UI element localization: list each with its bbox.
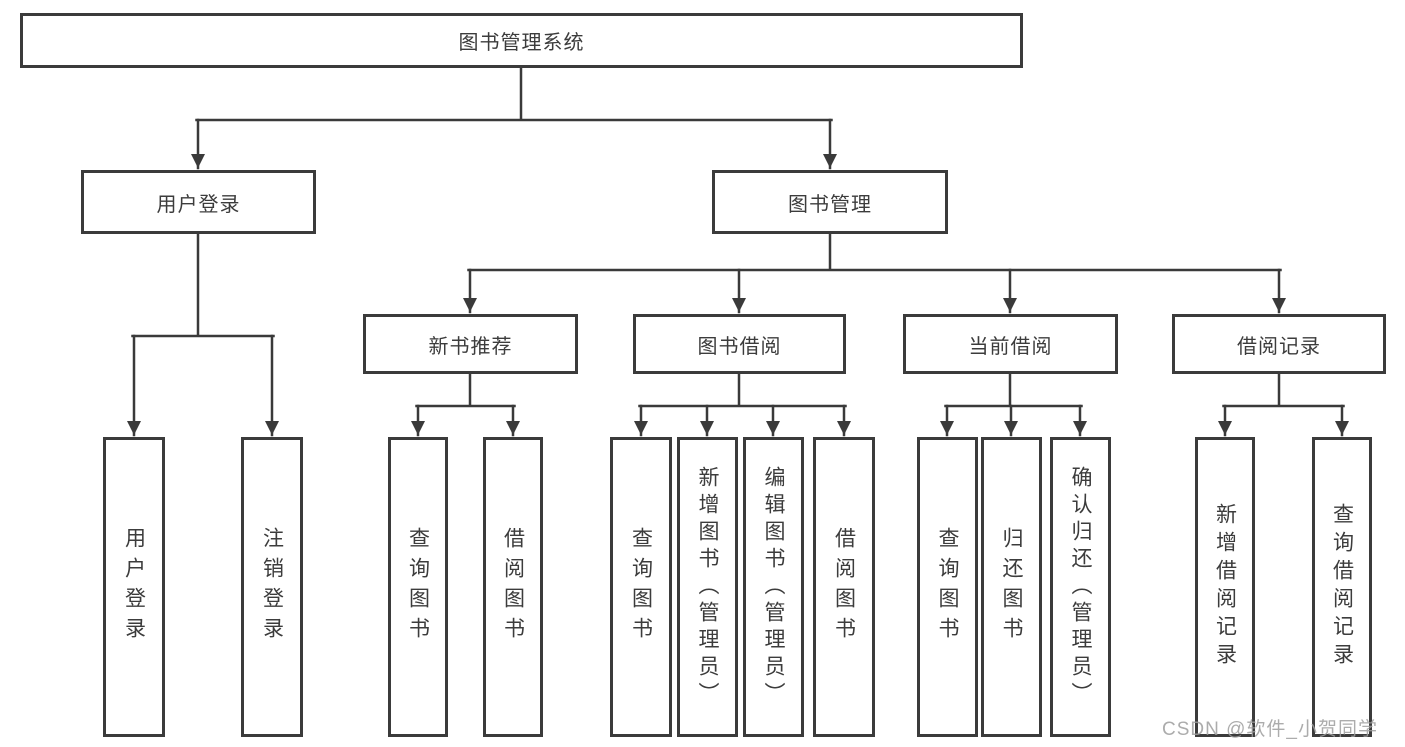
node-label: 新增借阅记录	[1213, 503, 1237, 671]
leaf-bb-add-books-admin: 新增图书（管理员）	[677, 437, 738, 737]
leaf-cb-query-books: 查询图书	[917, 437, 978, 737]
node-label: 用户登录	[156, 193, 241, 216]
node-library-management-system: 图书管理系统	[20, 13, 1023, 68]
leaf-nb-borrow-books: 借阅图书	[483, 437, 543, 737]
node-label: 注销登录	[260, 527, 284, 647]
node-label: 查询图书	[629, 527, 653, 647]
node-label: 借阅图书	[501, 527, 525, 647]
node-label: 新书推荐	[428, 335, 513, 358]
leaf-logout: 注销登录	[241, 437, 303, 737]
leaf-bb-query-books: 查询图书	[610, 437, 672, 737]
leaf-bb-edit-books-admin: 编辑图书（管理员）	[743, 437, 804, 737]
node-new-book-recommend: 新书推荐	[363, 314, 578, 374]
leaf-br-query-record: 查询借阅记录	[1312, 437, 1372, 737]
leaf-user-login: 用户登录	[103, 437, 165, 737]
node-current-borrow: 当前借阅	[903, 314, 1118, 374]
node-user-login: 用户登录	[81, 170, 316, 234]
node-label: 借阅记录	[1237, 335, 1321, 358]
node-label: 借阅图书	[832, 527, 856, 647]
node-label: 新增图书（管理员）	[696, 465, 719, 709]
node-book-management: 图书管理	[712, 170, 948, 234]
leaf-cb-return-books: 归还图书	[981, 437, 1042, 737]
node-label: 当前借阅	[968, 335, 1053, 358]
node-label: 用户登录	[122, 527, 146, 647]
leaf-cb-confirm-return-admin: 确认归还（管理员）	[1050, 437, 1111, 737]
node-label: 图书借阅	[697, 335, 782, 358]
node-book-borrow: 图书借阅	[633, 314, 846, 374]
node-label: 查询图书	[406, 527, 430, 647]
leaf-bb-borrow-books: 借阅图书	[813, 437, 875, 737]
node-label: 归还图书	[1000, 527, 1023, 647]
csdn-watermark: CSDN @软件_小贺同学	[1162, 719, 1378, 740]
node-label: 图书管理系统	[458, 32, 585, 54]
leaf-br-add-record: 新增借阅记录	[1195, 437, 1255, 737]
leaf-nb-query-books: 查询图书	[388, 437, 448, 737]
node-label: 查询图书	[936, 527, 959, 647]
node-label: 确认归还（管理员）	[1069, 465, 1092, 709]
node-label: 编辑图书（管理员）	[762, 465, 785, 709]
node-borrow-records: 借阅记录	[1172, 314, 1386, 374]
node-label: 查询借阅记录	[1330, 503, 1354, 671]
node-label: 图书管理	[788, 193, 872, 216]
